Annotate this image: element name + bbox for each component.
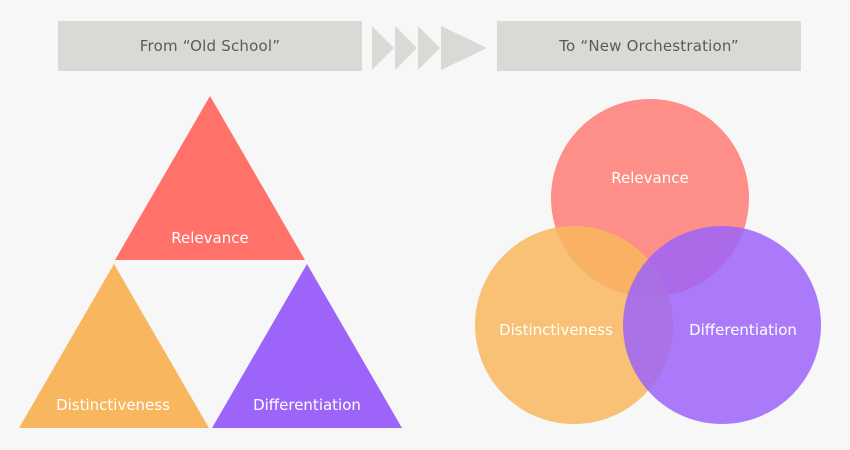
chevron-arrow-icon [372,26,487,70]
venn-relevance-label: Relevance [611,169,688,187]
venn-differentiation-label: Differentiation [689,321,797,339]
chevron-1 [372,26,394,70]
chevron-2 [395,26,417,70]
differentiation-triangle [212,264,402,428]
chevron-4 [441,26,487,70]
triangle-relevance-label: Relevance [171,229,248,247]
differentiation-circle [623,226,821,424]
distinctiveness-circle [475,226,673,424]
venn-model: Relevance Distinctiveness Differentiatio… [475,99,821,424]
venn-distinctiveness-label: Distinctiveness [499,321,613,339]
triangle-distinctiveness-label: Distinctiveness [56,396,170,414]
distinctiveness-triangle [19,264,209,428]
triangle-differentiation-label: Differentiation [253,396,361,414]
old-school-banner-label: From “Old School” [139,37,281,55]
old-school-banner: From “Old School” [58,21,362,71]
triangle-model: Relevance Distinctiveness Differentiatio… [19,96,402,428]
new-orchestration-banner: To “New Orchestration” [497,21,801,71]
new-orchestration-banner-label: To “New Orchestration” [559,37,739,55]
chevron-3 [418,26,440,70]
relevance-triangle [115,96,305,260]
